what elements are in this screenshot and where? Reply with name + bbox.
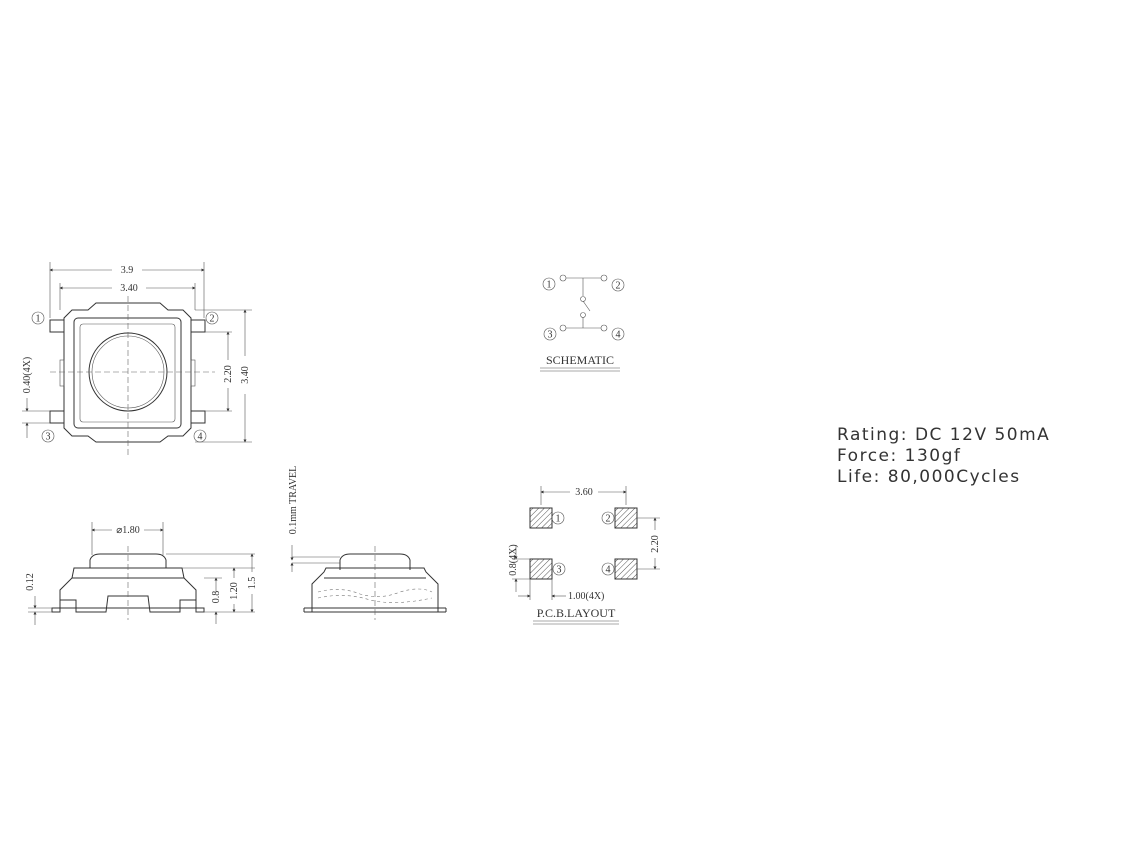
pcb-pin-3: 3 — [557, 565, 562, 576]
travel-view: 0.1mm TRAVEL — [288, 466, 447, 620]
dim-button-dia: ⌀1.80 — [116, 525, 140, 536]
dim-pad-w: 1.00(4X) — [568, 591, 604, 602]
dim-inner: 2.20 — [223, 365, 234, 383]
pin-4-label: 4 — [198, 432, 203, 443]
dim-pin-width: 0.40(4X) — [22, 357, 33, 393]
pcb-layout-title: P.C.B.LAYOUT — [537, 606, 616, 620]
dim-spacing-x: 3.60 — [575, 487, 593, 498]
dim-height-body: 3.40 — [240, 366, 251, 384]
side-view: ⌀1.80 0.12 0.8 1.20 1.5 — [25, 522, 258, 625]
spec-rating: Rating: DC 12V 50mA — [837, 425, 1051, 445]
spec-life: Life: 80,000Cycles — [837, 467, 1021, 487]
pcb-layout: 3.60 1 2 3 4 2.20 0.8(4X) 1.00(4X) P.C — [508, 486, 661, 625]
dim-h2: 1.20 — [229, 582, 240, 600]
travel-label: 0.1mm TRAVEL — [288, 466, 299, 535]
schematic-pin-4: 4 — [616, 330, 621, 341]
dim-pad-h: 0.8(4X) — [508, 544, 519, 575]
dim-h1: 0.8 — [211, 591, 222, 604]
specs-block: Rating: DC 12V 50mA Force: 130gf Life: 8… — [837, 425, 1050, 488]
pin-2-label: 2 — [210, 314, 215, 325]
pin-1-label: 1 — [36, 314, 41, 325]
dim-width-body: 3.40 — [120, 283, 138, 294]
pcb-pin-2: 2 — [606, 514, 611, 525]
schematic-pin-1: 1 — [547, 280, 552, 291]
top-view: 3.9 3.40 1 2 3 4 3 — [22, 262, 252, 458]
dim-base: 0.12 — [25, 573, 36, 591]
schematic-pin-2: 2 — [616, 281, 621, 292]
spec-force: Force: 130gf — [837, 446, 962, 466]
dim-width-outer: 3.9 — [121, 265, 134, 276]
schematic: 1 2 3 4 SCHEMATIC — [540, 274, 625, 372]
schematic-pin-3: 3 — [548, 330, 553, 341]
schematic-title: SCHEMATIC — [546, 353, 614, 367]
dim-spacing-y: 2.20 — [650, 535, 661, 553]
pcb-pin-1: 1 — [556, 514, 561, 525]
pin-3-label: 3 — [46, 432, 51, 443]
pcb-pin-4: 4 — [606, 565, 611, 576]
dim-h3: 1.5 — [247, 577, 258, 590]
